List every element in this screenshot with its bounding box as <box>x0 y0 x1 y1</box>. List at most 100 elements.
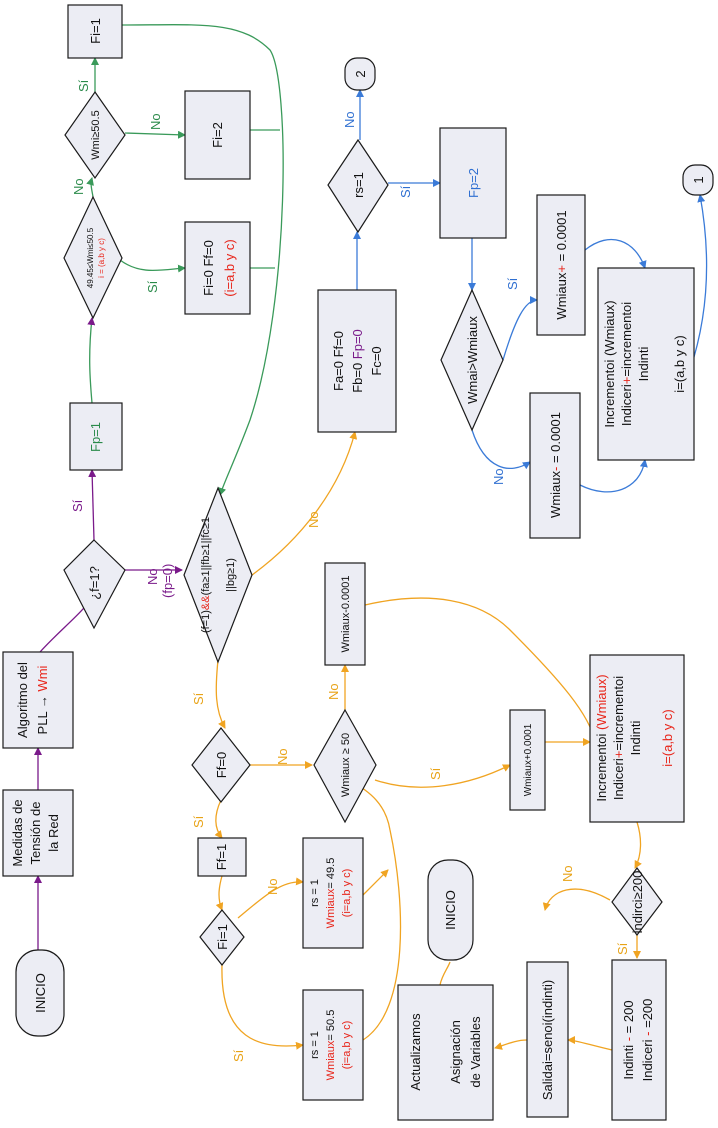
edge-incr-indirci <box>634 821 642 869</box>
edge-range-fi0 <box>119 259 186 273</box>
cond-big-a: (f=1) <box>200 610 212 633</box>
node-rs-505: rs = 1 Wmiaux= 50.5 (i=a,b y c) <box>302 989 364 1101</box>
edge-fi1-rs495 <box>237 877 304 919</box>
node-rs-495: rs = 1 Wmiaux= 49.5 (i=a,b y c) <box>302 837 364 949</box>
svg-text:Indinti - = 200: Indinti - = 200 <box>621 1000 636 1079</box>
edge-minus-incr <box>364 597 598 743</box>
edge-range-wmi <box>86 177 94 198</box>
node-indinti200: Indinti - = 200 Indiceri - =200 <box>611 959 667 1121</box>
svg-text:PLL → Wmi: PLL → Wmi <box>35 665 50 734</box>
node-wmiaux-minus-top: Wmiaux- = 0.0001 <box>529 392 581 539</box>
edge-minus-incr-top <box>579 459 648 493</box>
indinti200-text-2a: Indiceri <box>640 1036 655 1082</box>
edge-salida-actualizamos <box>494 1039 528 1050</box>
incr-top-text-1: Incrementoi (Wmiaux) <box>602 300 617 427</box>
node-cond-wmiaux50: Wmiaux ≥ 50 <box>313 708 377 824</box>
edge-indirci-salida <box>542 888 611 911</box>
node-fa0: Fa=0 Ff=0 Fb=0 Fp=0 Fc=0 <box>317 289 397 433</box>
edge-ff0-ff1 <box>214 799 223 839</box>
node-cond-indirci: indirci≥200 <box>611 866 663 936</box>
edge-wmai-plus <box>502 296 538 361</box>
edge-big-fa0 <box>251 431 358 576</box>
svg-text:Fb=0 Fp=0: Fb=0 Fp=0 <box>350 329 365 393</box>
label-no-wmai: No <box>491 468 506 485</box>
label-no-range: No <box>71 178 86 195</box>
svg-text:Wmiaux= 49.5: Wmiaux= 49.5 <box>325 858 337 929</box>
indinti200-text-2op: - <box>640 1032 655 1036</box>
svg-text:Wmiaux+ = 0.0001: Wmiaux+ = 0.0001 <box>554 210 569 319</box>
label-si-ff0: Sí <box>191 815 206 828</box>
node-wmiaux-minus-mid: Wmiaux-0.0001 <box>324 562 366 666</box>
node-inicio-start: INICIO <box>15 949 65 1037</box>
incr-top-text-2a: Indiceri <box>619 384 634 426</box>
node-cond-wmi505: Wmi≥50.5 <box>64 90 126 180</box>
cond-wmai-text: Wmai>Wmiaux <box>465 316 480 404</box>
incr-top-text-2op: + <box>619 377 634 385</box>
node-wmiaux-plus-mid: Wmiaux+0.0001 <box>509 709 546 811</box>
node-term2: 2 <box>344 57 376 91</box>
node-wmiaux-plus-top: Wmiaux+ = 0.0001 <box>536 194 586 336</box>
incr-mid-text-2a: Indiceri <box>611 758 626 800</box>
fp2-text: Fp=2 <box>466 168 481 198</box>
incr-mid-text-1b: (Wmiaux) <box>594 674 609 730</box>
wmiaux-minus-top-op: - <box>548 467 563 471</box>
rs-495-text-2a: Wmiaux <box>325 888 337 928</box>
node-term1: 1 <box>682 164 714 196</box>
wmiaux-minus-mid-text: Wmiaux-0.0001 <box>340 575 352 652</box>
label-no-wmi: No <box>148 113 163 130</box>
edge-indinti-salida <box>567 1036 613 1051</box>
edge-ff1-fi1 <box>215 875 224 911</box>
rs-505-text-2a: Wmiaux <box>325 1040 337 1080</box>
wmiaux-plus-top-op: + <box>554 265 569 273</box>
edge-wmi-fi2 <box>124 130 186 139</box>
svg-text:Indiceri - =200: Indiceri - =200 <box>640 999 655 1082</box>
node-cond-range: 49.45≤Wmi≤50.5 i = (a,b y c) <box>63 195 123 320</box>
fi0ff0-text-2: (i=a,b y c) <box>222 239 237 296</box>
fa0-text-3: Fc=0 <box>369 346 384 375</box>
fa0-text-2: Fb=0 <box>350 359 365 393</box>
cond-indirci-text: indirci≥200 <box>630 871 645 934</box>
rs-505-text-1: rs = 1 <box>309 1031 321 1059</box>
incr-mid-text-3: Indinti <box>628 721 643 756</box>
label-no-indirci: No <box>560 865 575 882</box>
label-no-ff0: No <box>275 748 290 765</box>
actualizamos-text-3: de Variables <box>468 1016 483 1088</box>
wmiaux-plus-mid-text: Wmiaux+0.0001 <box>523 723 534 796</box>
label-si-wmai: Sí <box>505 277 520 290</box>
node-cond-f1: ¿f=1? <box>63 539 126 630</box>
node-cond-fi1: Fi=1 <box>199 909 245 966</box>
node-cond-wmai: Wmai>Wmiaux <box>440 288 504 432</box>
wmiaux-plus-top-a: Wmiaux <box>554 272 569 319</box>
salida-text: Salidai=senoi(indinti) <box>540 980 555 1100</box>
fi1-top-text: Fi=1 <box>88 18 103 44</box>
node-incr-top: Incrementoi (Wmiaux) Indiceri+=increment… <box>597 267 695 461</box>
fp1-text: Fp=1 <box>88 422 103 452</box>
node-fp1: Fp=1 <box>69 402 123 471</box>
edge-incr-1 <box>689 194 708 371</box>
cond-f1-text: ¿f=1? <box>87 566 102 600</box>
svg-text:Wmiaux= 50.5: Wmiaux= 50.5 <box>325 1010 337 1081</box>
label-no-big: No <box>306 511 321 528</box>
actualizamos-text-2: Asignación <box>448 1020 463 1084</box>
incr-mid-text-2b: =incrementoi <box>611 676 626 751</box>
incr-mid-text-1a: Incrementoi <box>594 730 609 802</box>
label-si-fi1: Sí <box>231 1049 246 1062</box>
cond-rs1-text: rs=1 <box>351 172 366 198</box>
fa0-text-fp0: Fp=0 <box>350 329 365 359</box>
node-fi0ff0: Fi=0 Ff=0 (i=a,b y c) <box>184 221 251 315</box>
rs-505-text-2b: = 50.5 <box>325 1010 337 1041</box>
node-cond-ff0: Ff=0 <box>191 727 251 803</box>
label-si-wmiaux: Sí <box>428 767 443 780</box>
label-no-fi1: No <box>265 878 280 895</box>
rs-495-text-3: (i=a,b y c) <box>341 869 353 918</box>
wmiaux-minus-top-b: = 0.0001 <box>548 412 563 467</box>
cond-fi1-text: Fi=1 <box>215 924 230 950</box>
edge-big-ff0 <box>215 659 226 729</box>
edges <box>34 24 708 1051</box>
indinti200-text-1b: = 200 <box>621 1000 636 1037</box>
edge-f1-fp1 <box>88 469 97 541</box>
node-fi2: Fi=2 <box>184 90 251 180</box>
label-no-fp0-a: No <box>145 568 160 585</box>
node-inicio-end: INICIO <box>427 859 474 961</box>
